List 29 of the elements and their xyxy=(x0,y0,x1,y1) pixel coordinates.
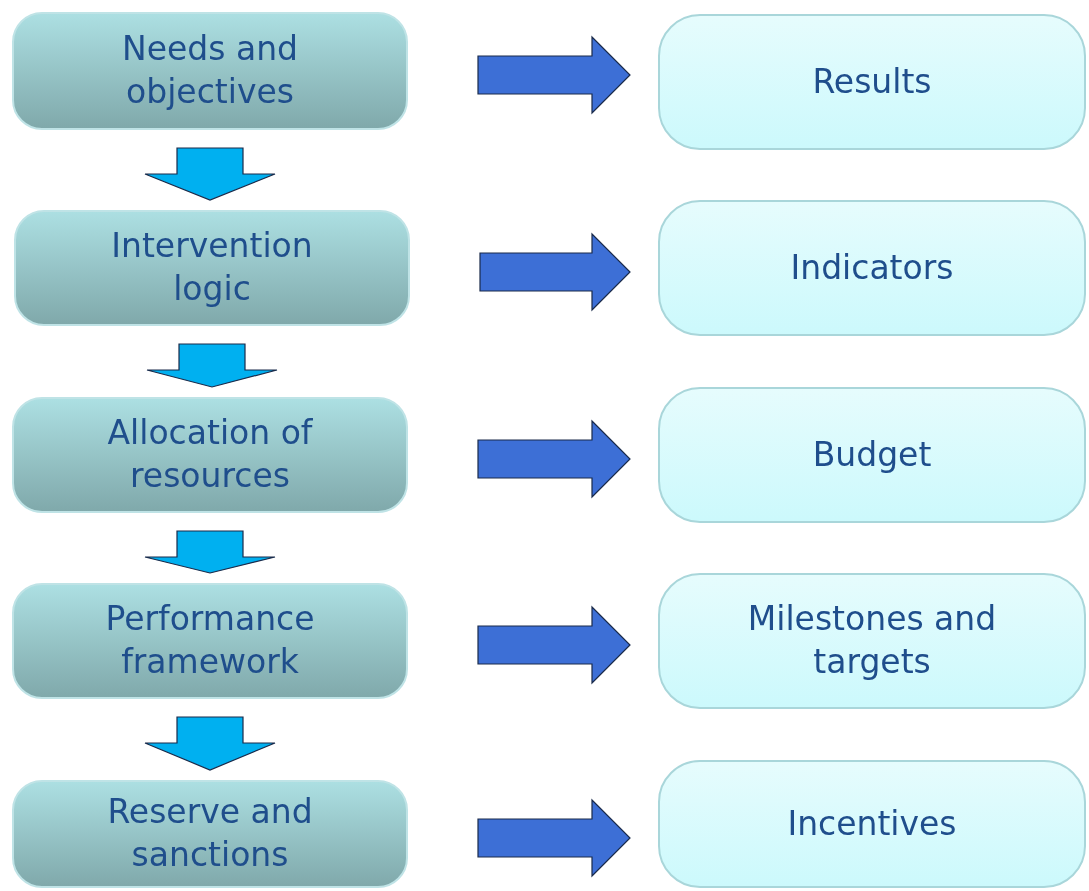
box-label: Milestones and targets xyxy=(746,598,998,683)
box-label: Reserve and sanctions xyxy=(106,791,314,876)
rounded-box xyxy=(658,387,1086,523)
block-arrow xyxy=(144,530,276,574)
block-arrow xyxy=(144,147,276,201)
block-arrow xyxy=(144,716,276,771)
block-arrow xyxy=(477,798,631,878)
rounded-box xyxy=(12,780,408,888)
rounded-box xyxy=(658,14,1086,150)
rounded-box xyxy=(14,210,410,326)
block-arrow xyxy=(477,419,631,499)
block-arrow xyxy=(479,232,631,312)
box-label: Performance framework xyxy=(104,598,316,683)
box-label: Intervention logic xyxy=(110,225,314,310)
box-label: Allocation of resources xyxy=(106,412,314,497)
rounded-box xyxy=(12,397,408,513)
box-label: Incentives xyxy=(787,802,957,845)
box-label: Budget xyxy=(812,433,932,476)
rounded-box xyxy=(12,583,408,699)
rounded-box xyxy=(12,12,408,130)
block-arrow xyxy=(477,605,631,685)
block-arrow xyxy=(146,343,278,388)
box-label: Needs and objectives xyxy=(121,28,299,113)
rounded-box xyxy=(658,573,1086,709)
rounded-box xyxy=(658,760,1086,888)
box-label: Results xyxy=(812,60,932,103)
rounded-box xyxy=(658,200,1086,336)
box-label: Indicators xyxy=(790,246,954,289)
block-arrow xyxy=(477,35,631,115)
